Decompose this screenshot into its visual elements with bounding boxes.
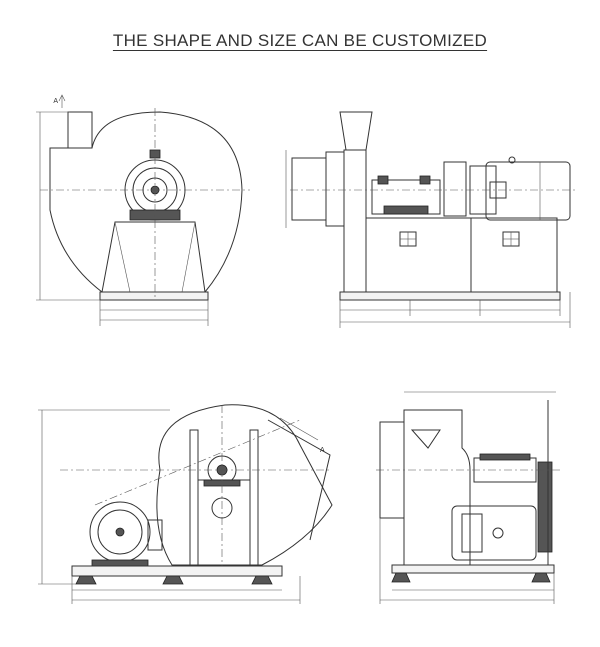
bl-belt-line: [94, 419, 301, 506]
br-bearing-cap: [479, 453, 531, 461]
front-section-arrowhead: [58, 94, 66, 102]
side-inlet-cone: [339, 111, 373, 151]
br-motor-flange: [461, 513, 483, 553]
side-view: [285, 111, 575, 328]
bl-stand-right: [249, 429, 259, 566]
front-section-mark: A: [53, 98, 58, 105]
bl-volute-casing: [156, 404, 333, 566]
side-outlet-collar: [325, 151, 345, 227]
front-view: A: [36, 94, 250, 326]
side-coupling: [443, 161, 467, 217]
br-base-frame: [391, 564, 555, 574]
br-isolator: [391, 572, 411, 583]
br-motor-hub: [492, 527, 504, 539]
side-motor-base: [470, 217, 558, 293]
bl-stand-left: [189, 429, 199, 566]
bl-pedestal: [197, 479, 251, 566]
side-bearing-foot: [383, 205, 429, 215]
side-bearing-cap: [377, 175, 389, 185]
front-outlet-duct: [67, 111, 93, 149]
side-casing: [343, 149, 367, 293]
br-motor-body: [451, 505, 537, 561]
page-title: THE SHAPE AND SIZE CAN BE CUSTOMIZED: [0, 31, 600, 51]
bl-isolator: [75, 575, 97, 585]
page-title-text: THE SHAPE AND SIZE CAN BE CUSTOMIZED: [112, 31, 488, 50]
bl-motor-foot: [91, 559, 149, 567]
front-volute-casing: [49, 111, 243, 293]
side-lifting-eye: [508, 156, 516, 164]
bl-motor-terminal: [147, 519, 163, 551]
br-belt-guard: [537, 461, 553, 553]
bl-base-frame: [71, 565, 283, 577]
side-base-plate: [339, 291, 561, 301]
front-pedestal-line: [181, 221, 196, 293]
bl-section-line: [279, 417, 319, 441]
bl-outlet-duct: [267, 419, 331, 541]
side-bearing-cap: [419, 175, 431, 185]
front-base-plate: [99, 291, 209, 301]
br-isolator: [531, 572, 551, 583]
bottom-left-view: A: [38, 404, 333, 604]
side-outlet-flange: [291, 157, 327, 221]
side-motor-body: [485, 161, 571, 221]
bl-motor-shaft: [115, 527, 125, 537]
bl-motor-mid: [97, 509, 143, 555]
bl-isolator: [162, 575, 184, 585]
bottom-right-view: [376, 391, 560, 604]
bl-section-mark: A: [320, 447, 325, 454]
br-casing: [403, 409, 471, 566]
bl-isolator: [251, 575, 273, 585]
side-frame-box: [365, 217, 472, 293]
front-pedestal-line: [114, 221, 131, 293]
br-inlet: [410, 429, 441, 449]
